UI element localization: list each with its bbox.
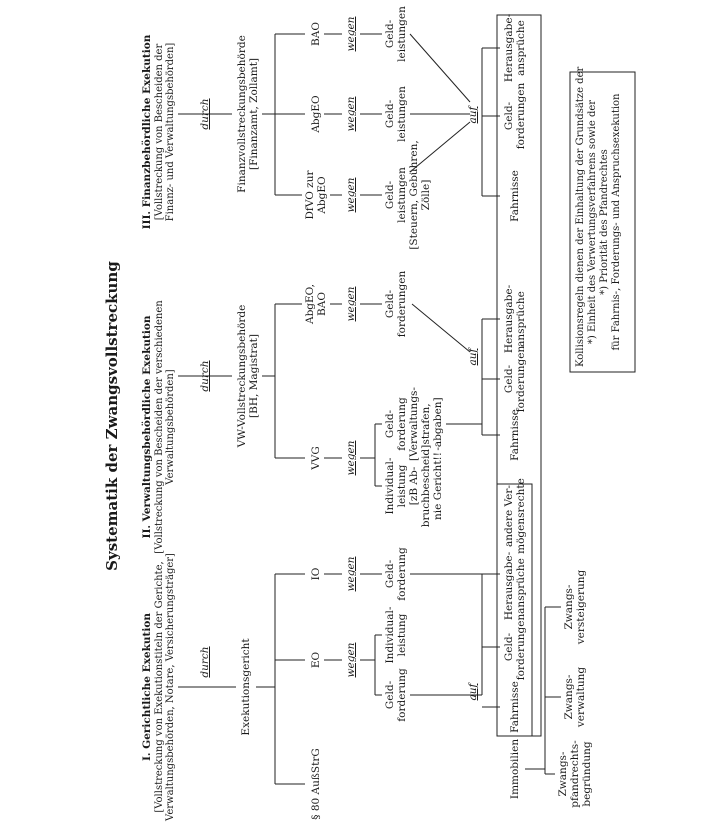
section-3-sub-line-1: [Vollstreckung von Bescheiden der xyxy=(154,43,165,221)
section-2-auf: auf xyxy=(467,348,479,366)
law-bao-3: BAO xyxy=(310,22,322,46)
eo-individual-2: leistung xyxy=(396,613,408,657)
obj-3-fahrnisse: Fahrnisse xyxy=(509,170,521,222)
diagram-title: Systematik der Zwangsvollstreckung xyxy=(103,261,121,571)
section-2-sub-line-1: [Vollstreckung von Bescheiden der versch… xyxy=(154,300,165,554)
law-abgeo-3: AbgEO xyxy=(310,95,322,133)
section-1-wegen-eo: wegen xyxy=(345,642,357,678)
abg-geldforderungen: Geld-forderungen xyxy=(384,270,408,338)
collision-note: Kollisionsregeln dienen der Einhaltung d… xyxy=(575,66,623,367)
obj-immobilien: Immobilien xyxy=(509,738,521,800)
obj-1-herausgabe: Herausgabe-ansprüche xyxy=(503,551,527,621)
eo-geldforderung-2: forderung xyxy=(396,668,408,722)
obj-2-geldforderungen: Geld-forderungen xyxy=(503,345,527,413)
section-3-wegen-3: wegen xyxy=(345,16,357,52)
io-geldforderung-2: forderung xyxy=(396,547,408,601)
section-3-authority-2: [Finanzamt, Zollamt] xyxy=(248,57,260,171)
section-3-wegen-2: wegen xyxy=(345,96,357,132)
section-3-sub-line-2: Finanz- und Verwaltungsbehörden] xyxy=(165,42,176,222)
iii-geldleistungen-2: Geld-leistungen xyxy=(384,86,408,142)
law-eo: EO xyxy=(310,651,322,669)
obj-1-fahrnisse: Fahrnisse xyxy=(509,681,521,733)
obj-3-herausgabe: Herausgabe-ansprüche xyxy=(503,13,527,83)
note-line-1: Kollisionsregeln dienen der Einhaltung d… xyxy=(575,66,586,367)
section-2-heading: II. Verwaltungsbehördliche Exekution xyxy=(141,315,153,539)
section-2-authority-2: [BH, Magistrat] xyxy=(248,334,260,418)
vvg-geldforderung: Geld-forderung[Verwaltungs-strafen,-abga… xyxy=(384,387,444,461)
imm-pfandrecht: Zwangs-pfandrechts-begründung xyxy=(557,740,593,808)
section-2-sub-line-2: Verwaltungsbehörden] xyxy=(165,369,176,485)
obj-3-geldforderungen: Geld-forderungen xyxy=(503,82,527,150)
imm-versteigerung: Zwangs-versteigerung xyxy=(563,569,587,645)
obj-1-geldforderungen: Geld-forderungen xyxy=(503,613,527,681)
section-3-durch: durch xyxy=(199,98,211,130)
section-1-durch: durch xyxy=(199,646,211,678)
eo-individual-1: Individual- xyxy=(384,606,396,664)
section-1-sub-line-2: Verwaltungsbehörden, Notare, Versicherun… xyxy=(165,553,176,821)
section-1-sub-line-1: [Vollstreckung von Exekutionstiteln der … xyxy=(154,561,165,813)
section-1-wegen-io: wegen xyxy=(345,556,357,592)
law-io: IO xyxy=(310,567,322,581)
note-line-4: für Fahrnis-, Forderungs- und Anspruchse… xyxy=(611,93,622,351)
section-2-durch: durch xyxy=(199,360,211,392)
imm-verwaltung: Zwangs-verwaltung xyxy=(563,666,587,728)
law-vvg: VVG xyxy=(310,446,322,470)
law-abgeo-bao: AbgEO,BAO xyxy=(304,283,328,325)
obj-2-fahrnisse: Fahrnisse xyxy=(509,409,521,461)
section-3-heading: III. Finanzbehördliche Exekution xyxy=(141,34,153,230)
iii-geldleistungen-3: Geld-leistungen xyxy=(384,6,408,62)
section-3-wegen-1: wegen xyxy=(345,177,357,213)
iii-geldleistungen-1: Geld-leistungen[Steuern, Gebühren,Zölle] xyxy=(384,140,432,250)
section-2-wegen-abg: wegen xyxy=(345,286,357,322)
eo-geldforderung-1: Geld- xyxy=(384,680,396,710)
section-1-auf: auf xyxy=(467,683,479,701)
section-2-authority-1: VW-Vollstreckungsbehörde xyxy=(236,304,248,448)
section-1-authority: Exekutionsgericht xyxy=(240,638,252,736)
note-line-3: *) Priorität des Pfandrechtes xyxy=(599,149,610,295)
io-geldforderung-1: Geld- xyxy=(384,559,396,589)
obj-1-andere-vermoegensrechte: andere Ver-mögensrechte xyxy=(503,478,527,554)
law-aussstrg: § 80 AußStrG xyxy=(310,748,322,820)
section-3-auf: auf xyxy=(467,106,479,124)
note-line-2: *) Einheit des Verwertungsverfahrens sow… xyxy=(587,99,598,345)
obj-2-herausgabe: Herausgabe-ansprüche xyxy=(503,284,527,354)
section-1-heading: I. Gerichtliche Exekution xyxy=(141,613,153,761)
section-3-authority-1: Finanzvollstreckungsbehörde xyxy=(236,35,248,193)
section-2-wegen-vvg: wegen xyxy=(345,440,357,476)
